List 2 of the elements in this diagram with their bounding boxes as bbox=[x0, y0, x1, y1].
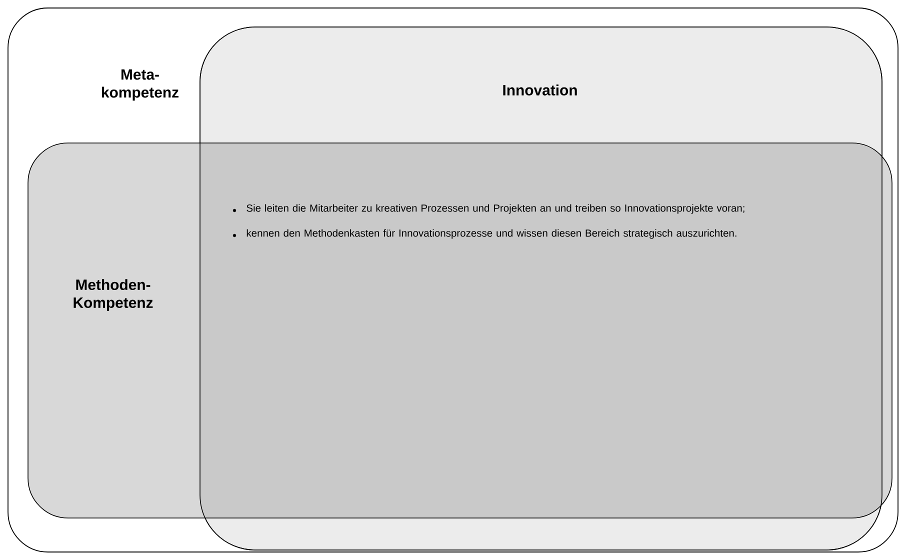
bullet-text: kennen den Methodenkasten für Innovationsprozesse und wissen diesen Bereich strategisch auszurichten. bbox=[246, 229, 736, 239]
bullet-text: Sie leiten die Mitarbeiter zu kreativen Prozessen und Projekten an und treiben so Innovationsprojekte voran; bbox=[246, 204, 744, 214]
